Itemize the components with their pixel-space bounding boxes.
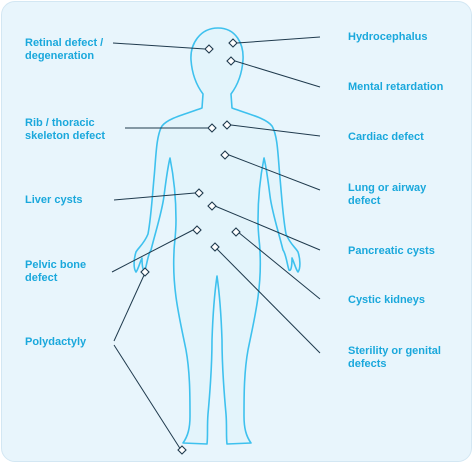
label-retinal-defect: Retinal defect / degeneration (25, 37, 103, 63)
leader-hydrocephalus (237, 37, 320, 43)
label-rib-defect: Rib / thoracic skeleton defect (25, 117, 105, 143)
label-hydrocephalus: Hydrocephalus (348, 31, 427, 44)
leader-retinal (113, 43, 205, 49)
label-pelvic-bone-defect: Pelvic bone defect (25, 259, 86, 285)
label-polydactyly: Polydactyly (25, 336, 86, 349)
leader-mental (235, 61, 320, 87)
label-cardiac-defect: Cardiac defect (348, 131, 424, 144)
label-lung-airway-defect: Lung or airway defect (348, 182, 426, 208)
label-sterility-genital-defects: Sterility or genital defects (348, 345, 441, 371)
leader-polydactyly-foot (114, 345, 181, 450)
label-cystic-kidneys: Cystic kidneys (348, 294, 425, 307)
marker-polydactyly-hand (141, 268, 149, 276)
label-pancreatic-cysts: Pancreatic cysts (348, 245, 435, 258)
label-liver-cysts: Liver cysts (25, 194, 82, 207)
leader-polydactyly-hand (114, 273, 145, 341)
body-outline (134, 28, 300, 444)
label-mental-retardation: Mental retardation (348, 81, 443, 94)
